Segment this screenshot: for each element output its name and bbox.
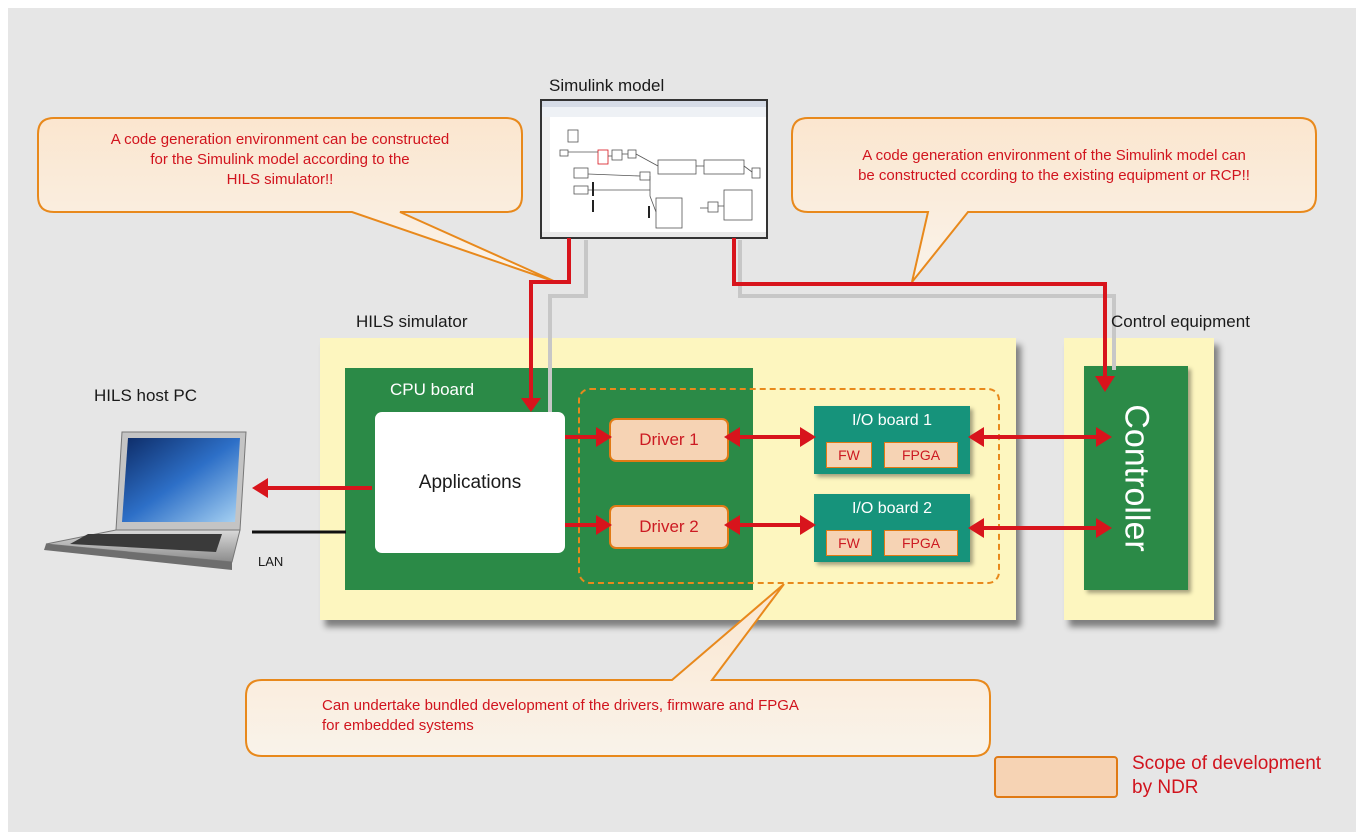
callout-left-line-1: A code generation environment can be con…	[110, 131, 450, 148]
development-scope-box	[578, 388, 1000, 584]
simulink-model-label: Simulink model	[549, 76, 665, 95]
lan-label: LAN	[258, 554, 284, 569]
control-equipment-label: Control equipment	[1111, 312, 1250, 331]
callout-bottom-line-2: for embedded systems	[322, 717, 474, 734]
io-board-1-fw: FW	[826, 442, 872, 468]
shadow-lines	[548, 240, 1116, 412]
controller-block	[1084, 366, 1188, 590]
io-board-2-fpga: FPGA	[884, 530, 958, 556]
driver-1: Driver 1	[609, 418, 729, 462]
cpu-board-label: CPU board	[390, 380, 475, 399]
callout-right	[791, 117, 1317, 283]
callout-right-line-2: be constructed ccording to the existing …	[858, 167, 1250, 184]
callout-bottom-text: Can undertake bundled development of the…	[322, 696, 982, 736]
legend-line-2: by NDR	[1132, 777, 1199, 798]
driver-2: Driver 2	[609, 505, 729, 549]
callout-bottom-line-1: Can undertake bundled development of the…	[322, 697, 799, 714]
io-board-1-title: I/O board 1	[851, 412, 933, 429]
io-board-2-fw: FW	[826, 530, 872, 556]
legend-line-1: Scope of development	[1132, 753, 1322, 774]
hils-simulator-label: HILS simulator	[356, 312, 468, 331]
hils-host-pc-label: HILS host PC	[94, 386, 197, 405]
simulink-window	[540, 99, 768, 239]
legend-text: Scope of development by NDR	[1132, 752, 1321, 800]
callout-right-text: A code generation environment of the Sim…	[800, 146, 1308, 186]
driver-2-label: Driver 2	[639, 517, 699, 536]
io-board-2-title: I/O board 2	[851, 500, 933, 517]
io-board-1-fpga: FPGA	[884, 442, 958, 468]
io-board-2: I/O board 2 FW FPGA	[814, 494, 970, 562]
callout-bottom	[245, 583, 991, 757]
callout-right-line-1: A code generation environment of the Sim…	[862, 147, 1246, 164]
callout-left-line-2: for the Simulink model according to the	[150, 151, 410, 168]
legend-swatch	[994, 756, 1118, 798]
callout-left	[37, 117, 557, 283]
laptop-icon	[44, 431, 247, 570]
arrowheads	[252, 376, 1115, 538]
driver-1-label: Driver 1	[639, 430, 699, 449]
applications-block: Applications	[375, 412, 565, 553]
io-board-1: I/O board 1 FW FPGA	[814, 406, 970, 474]
callout-left-line-3: HILS simulator!!	[226, 171, 334, 188]
connection-arrows	[268, 238, 1107, 530]
callout-left-text: A code generation environment can be con…	[48, 130, 512, 190]
applications-label: Applications	[418, 471, 522, 493]
